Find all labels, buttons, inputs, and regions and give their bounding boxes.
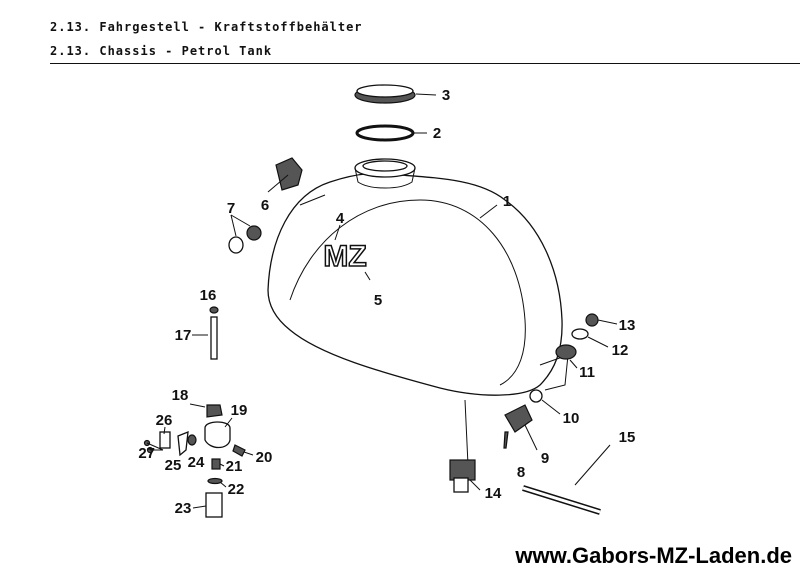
label-part-18: 18	[172, 387, 189, 404]
petrol-tank	[267, 172, 569, 396]
rubber-buffer	[246, 225, 262, 241]
label-part-13: 13	[619, 317, 636, 334]
nozzle	[232, 444, 246, 457]
label-part-6: 6	[261, 197, 269, 214]
label-part-4: 4	[336, 210, 345, 227]
sediment-bowl	[205, 492, 223, 518]
title-german: 2.13. Fahrgestell - Kraftstoffbehälter	[50, 20, 363, 34]
rubber-pad	[275, 157, 303, 191]
rubber-buffer	[228, 236, 244, 254]
filler-neck	[354, 158, 416, 189]
gasket	[207, 477, 223, 485]
label-part-11: 11	[579, 364, 595, 381]
union-nut	[206, 404, 223, 418]
cover-plate	[159, 431, 171, 449]
label-part-5: 5	[374, 292, 382, 309]
tank-cap	[354, 84, 416, 104]
label-part-9: 9	[541, 450, 549, 467]
label-part-8: 8	[517, 464, 525, 481]
header-divider	[50, 63, 800, 64]
website-link[interactable]: www.Gabors-MZ-Laden.de	[515, 543, 792, 568]
label-part-12: 12	[612, 342, 629, 359]
rubber-grommet	[555, 344, 577, 360]
label-part-16: 16	[200, 287, 217, 304]
fuel-hose-inner	[522, 486, 601, 514]
label-part-10: 10	[563, 410, 580, 427]
seal	[187, 434, 197, 446]
tap-body	[204, 421, 231, 449]
nut	[585, 313, 599, 327]
label-part-22: 22	[228, 481, 245, 498]
tank-logo: MZ	[323, 240, 366, 273]
title-english: 2.13. Chassis - Petrol Tank	[50, 44, 273, 58]
clip	[209, 306, 219, 314]
label-part-26: 26	[156, 412, 173, 429]
label-part-23: 23	[175, 500, 192, 517]
tube	[210, 316, 218, 360]
spacer	[529, 389, 543, 403]
label-part-21: 21	[226, 458, 243, 475]
label-part-17: 17	[175, 327, 192, 344]
bracket	[504, 404, 533, 433]
label-part-2: 2	[433, 125, 441, 142]
label-part-7: 7	[227, 200, 235, 217]
label-part-3: 3	[442, 87, 450, 104]
label-part-14: 14	[485, 485, 502, 502]
leader-lines	[146, 93, 618, 509]
cap-seal	[355, 124, 415, 142]
screw	[503, 431, 509, 449]
label-part-25: 25	[165, 457, 182, 474]
label-part-19: 19	[231, 402, 248, 419]
lever	[177, 430, 189, 457]
label-part-20: 20	[256, 449, 273, 466]
label-part-24: 24	[188, 454, 205, 471]
label-part-27: 27	[138, 445, 155, 462]
label-part-1: 1	[503, 193, 511, 210]
filter	[211, 458, 221, 470]
label-part-15: 15	[619, 429, 636, 446]
washer	[571, 328, 589, 340]
fuel-tap	[449, 399, 476, 493]
